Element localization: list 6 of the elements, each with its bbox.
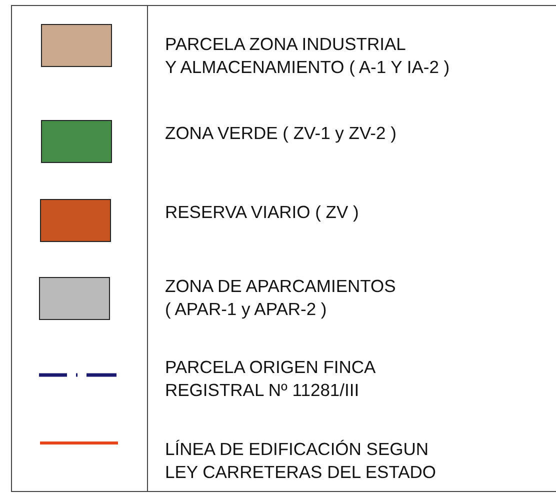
legend-label: PARCELA ZONA INDUSTRIAL Y ALMACENAMIENTO ( A-1 Y IA-2 ): [165, 33, 450, 79]
legend-label: PARCELA ORIGEN FINCA REGISTRAL Nº 11281/III: [165, 356, 376, 402]
legend-label: ZONA DE APARCAMIENTOS ( APAR-1 y APAR-2 ): [165, 275, 396, 321]
legend-label: LÍNEA DE EDIFICACIÓN SEGUN LEY CARRETERAS DEL ESTADO: [165, 438, 436, 484]
legend-label: RESERVA VIARIO ( ZV ): [165, 201, 359, 224]
legend-label: ZONA VERDE ( ZV-1 y ZV-2 ): [165, 122, 396, 145]
